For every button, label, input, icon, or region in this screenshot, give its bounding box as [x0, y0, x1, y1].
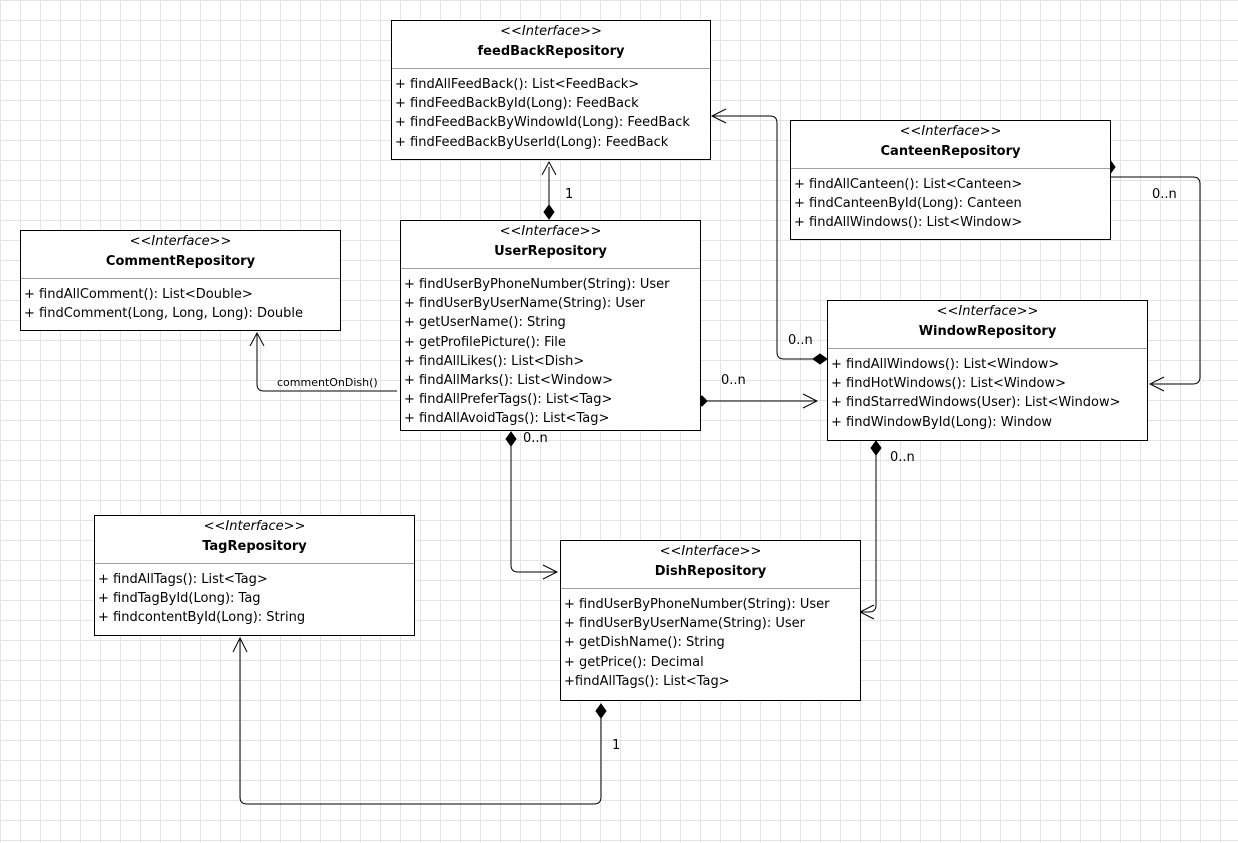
class-header: <<Interface>> CanteenRepository	[791, 121, 1110, 169]
stereotype-label: <<Interface>>	[899, 124, 1002, 139]
method-item: + findFeedBackByUserId(Long): FeedBack	[395, 134, 669, 150]
method-list: + findAllWindows(): List<Window> + findH…	[828, 349, 1147, 432]
multiplicity-label: 0..n	[523, 431, 548, 446]
dish-repository-class[interactable]: <<Interface>> DishRepository + findUserB…	[560, 540, 861, 701]
method-item: + findAllPreferTags(): List<Tag>	[404, 392, 613, 408]
method-item: + findUserByUserName(String): User	[564, 616, 806, 632]
multiplicity-label: 1	[565, 187, 574, 202]
class-header: <<Interface>> DishRepository	[561, 541, 860, 589]
stereotype-label: <<Interface>>	[936, 304, 1039, 319]
diamond-window-dish	[870, 440, 882, 456]
edge-window-feedback	[712, 115, 813, 360]
method-item: + getProfilePicture(): File	[404, 334, 566, 350]
method-list: + findAllFeedBack(): List<FeedBack> + fi…	[392, 69, 710, 152]
edge-window-dish	[861, 455, 877, 613]
method-item: + findUserByPhoneNumber(String): User	[404, 277, 670, 292]
edge-canteen-window	[1109, 174, 1201, 385]
method-item: + findAllWindows(): List<Window>	[794, 215, 1023, 231]
canteen-repository-class[interactable]: <<Interface>> CanteenRepository + findAl…	[790, 120, 1111, 240]
class-header: <<Interface>> WindowRepository	[828, 301, 1147, 349]
class-name: UserRepository	[494, 244, 607, 259]
method-list: + findUserByPhoneNumber(String): User + …	[561, 589, 860, 691]
class-name: CanteenRepository	[880, 144, 1021, 159]
stereotype-label: <<Interface>>	[500, 24, 602, 39]
multiplicity-label: 1	[612, 738, 621, 753]
method-item: + findUserByUserName(String): User	[404, 296, 646, 312]
edge-dish-tag-arrow	[232, 636, 248, 653]
method-item: + findAllCanteen(): List<Canteen>	[794, 177, 1023, 192]
method-item: + findCanteenById(Long): Canteen	[794, 196, 1022, 212]
method-item: + findUserByPhoneNumber(String): User	[564, 597, 830, 612]
method-item: + findcontentById(Long): String	[98, 610, 306, 626]
class-name: CommentRepository	[105, 254, 256, 269]
stereotype-label: <<Interface>>	[659, 544, 762, 559]
method-item: + findHotWindows(): List<Window>	[831, 376, 1066, 392]
method-item: + findFeedBackById(Long): FeedBack	[395, 96, 639, 112]
method-item: + findWindowById(Long): Window	[831, 414, 1053, 430]
window-repository-class[interactable]: <<Interface>> WindowRepository + findAll…	[827, 300, 1148, 441]
method-item: + getPrice(): Decimal	[564, 654, 704, 670]
edge-user-comment-arrow	[249, 331, 265, 347]
class-name: WindowRepository	[918, 324, 1057, 339]
method-item: + findAllComment(): List<Double>	[24, 287, 253, 302]
diamond-user-feedback	[543, 204, 555, 220]
method-item: + findStarredWindows(User): List<Window>	[831, 395, 1121, 411]
method-item: + getUserName(): String	[404, 315, 566, 331]
feedback-repository-class[interactable]: <<Interface>> feedBackRepository + findA…	[391, 20, 711, 160]
diamond-dish-tag	[595, 703, 607, 719]
method-item: + findAllAvoidTags(): List<Tag>	[404, 411, 610, 427]
edge-canteen-window-arrow	[1148, 376, 1165, 392]
class-header: <<Interface>> CommentRepository	[21, 231, 340, 279]
edge-user-feedback-arrow	[541, 160, 557, 176]
edge-user-window-arrow	[802, 393, 819, 409]
association-label: commentOnDish()	[277, 376, 378, 389]
method-item: + findAllFeedBack(): List<FeedBack>	[395, 77, 640, 92]
edge-window-feedback-arrow	[710, 108, 727, 124]
method-item: + findAllLikes(): List<Dish>	[404, 353, 585, 369]
class-name: TagRepository	[202, 539, 307, 554]
edge-user-comment	[256, 333, 397, 392]
method-item: + findComment(Long, Long, Long): Double	[24, 306, 304, 322]
edge-dish-tag	[239, 638, 602, 805]
class-header: <<Interface>> UserRepository	[401, 221, 700, 269]
method-item: + findTagById(Long): Tag	[98, 591, 261, 607]
stereotype-label: <<Interface>>	[129, 234, 232, 249]
method-item: + findFeedBackByWindowId(Long): FeedBack	[395, 115, 690, 131]
class-name: DishRepository	[654, 564, 767, 579]
stereotype-label: <<Interface>>	[203, 519, 306, 534]
method-item: +findAllTags(): List<Tag>	[564, 673, 730, 689]
diamond-user-dish	[505, 431, 517, 447]
multiplicity-label: 0..n	[890, 450, 915, 465]
class-name: feedBackRepository	[477, 44, 625, 59]
tag-repository-class[interactable]: <<Interface>> TagRepository + findAllTag…	[94, 515, 415, 636]
method-item: + findAllMarks(): List<Window>	[404, 373, 614, 389]
class-header: <<Interface>> TagRepository	[95, 516, 414, 564]
method-item: + findAllWindows(): List<Window>	[831, 357, 1060, 372]
method-list: + findAllCanteen(): List<Canteen> + find…	[791, 169, 1110, 233]
edge-user-dish-arrow	[542, 564, 559, 580]
method-list: + findAllTags(): List<Tag> + findTagById…	[95, 564, 414, 628]
user-repository-class[interactable]: <<Interface>> UserRepository + findUserB…	[400, 220, 701, 431]
method-list: + findAllComment(): List<Double> + findC…	[21, 279, 340, 323]
stereotype-label: <<Interface>>	[499, 224, 602, 239]
class-header: <<Interface>> feedBackRepository	[392, 21, 710, 69]
multiplicity-label: 0..n	[1152, 187, 1177, 202]
edge-user-dish	[510, 446, 557, 573]
comment-repository-class[interactable]: <<Interface>> CommentRepository + findAl…	[20, 230, 341, 331]
multiplicity-label: 0..n	[721, 373, 746, 388]
multiplicity-label: 0..n	[788, 333, 813, 348]
method-item: + findAllTags(): List<Tag>	[98, 572, 268, 587]
method-item: + getDishName(): String	[564, 635, 725, 651]
method-list: + findUserByPhoneNumber(String): User + …	[401, 269, 700, 429]
diamond-window-feedback	[812, 353, 828, 365]
